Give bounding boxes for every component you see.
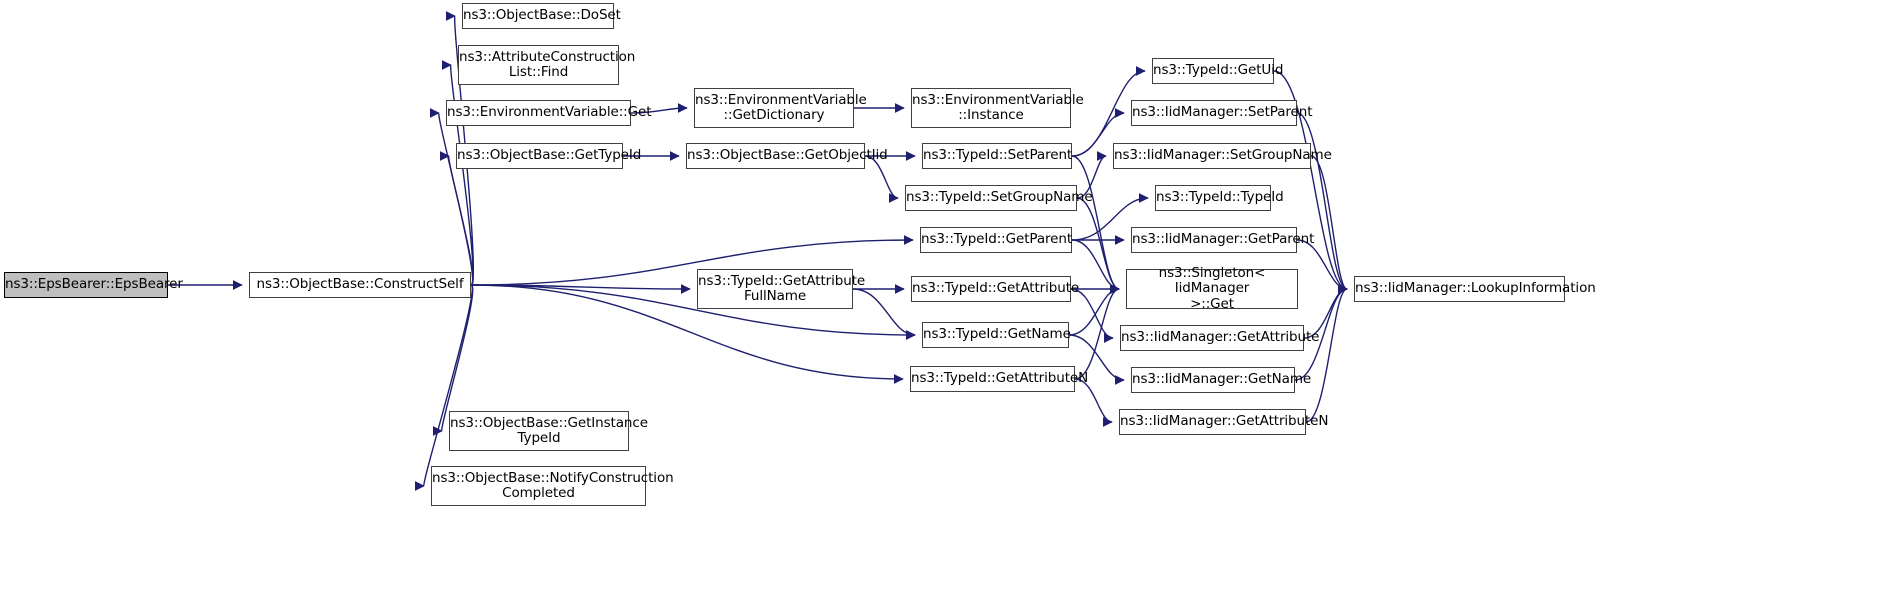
- graph-node-obgetobjiid[interactable]: ns3::ObjectBase::GetObjectIid: [686, 143, 888, 169]
- graph-node-label: ns3::Singleton< IidManager >::Get: [1158, 264, 1266, 312]
- graph-node-tidgetparent[interactable]: ns3::TypeId::GetParent: [920, 227, 1072, 253]
- graph-node-label: ns3::AttributeConstruction List::Find: [459, 48, 636, 80]
- graph-node-iidsetgroup[interactable]: ns3::IidManager::SetGroupName: [1113, 143, 1332, 169]
- graph-node-eps[interactable]: ns3::EpsBearer::EpsBearer: [4, 272, 183, 298]
- graph-edge-iidgetparent-to-lookup: [1296, 239, 1348, 294]
- graph-edge-tidsetparent-to-singleton: [1071, 155, 1120, 294]
- graph-node-label: ns3::TypeId::SetGroupName: [906, 189, 1093, 206]
- graph-node-iidgetattrn[interactable]: ns3::IidManager::GetAttributeN: [1119, 409, 1329, 435]
- graph-node-label: ns3::IidManager::SetGroupName: [1114, 147, 1332, 164]
- graph-node-label: ns3::TypeId::SetParent: [923, 147, 1073, 164]
- graph-node-tidsetgroup[interactable]: ns3::TypeId::SetGroupName: [905, 185, 1093, 211]
- graph-edge-construct-to-envget: [429, 108, 474, 286]
- graph-node-iidgetname[interactable]: ns3::IidManager::GetName: [1131, 367, 1312, 393]
- graph-node-iidsetparent[interactable]: ns3::IidManager::SetParent: [1131, 100, 1313, 126]
- graph-node-label: ns3::ObjectBase::GetTypeId: [457, 147, 642, 164]
- graph-node-label: ns3::EpsBearer::EpsBearer: [5, 276, 183, 293]
- graph-node-label: ns3::IidManager::GetAttribute: [1121, 329, 1320, 346]
- graph-node-tidgetattrfull[interactable]: ns3::TypeId::GetAttribute FullName: [697, 269, 866, 309]
- graph-node-envget[interactable]: ns3::EnvironmentVariable::Get: [446, 100, 652, 126]
- graph-node-label: ns3::TypeId::GetParent: [921, 231, 1073, 248]
- graph-node-label: ns3::ObjectBase::GetObjectIid: [687, 147, 888, 164]
- graph-node-doset[interactable]: ns3::ObjectBase::DoSet: [462, 3, 621, 29]
- graph-node-label: ns3::TypeId::GetAttributeN: [911, 370, 1089, 387]
- graph-edge-tidsetgroup-to-singleton: [1076, 197, 1120, 294]
- graph-node-label: ns3::IidManager::LookupInformation: [1355, 280, 1596, 297]
- graph-edge-tidgetattrn-to-singleton: [1074, 284, 1120, 380]
- graph-node-label: ns3::TypeId::TypeId: [1156, 189, 1284, 206]
- graph-node-label: ns3::IidManager::GetParent: [1132, 231, 1315, 248]
- graph-edge-construct-to-obgetinst: [432, 284, 474, 436]
- graph-node-tidgetuid[interactable]: ns3::TypeId::GetUid: [1152, 58, 1284, 84]
- graph-node-obgetinst[interactable]: ns3::ObjectBase::GetInstance TypeId: [449, 411, 648, 451]
- graph-node-obnotify[interactable]: ns3::ObjectBase::NotifyConstruction Comp…: [431, 466, 674, 506]
- graph-node-envgetdict[interactable]: ns3::EnvironmentVariable ::GetDictionary: [694, 88, 867, 128]
- graph-node-tidgetattrn[interactable]: ns3::TypeId::GetAttributeN: [910, 366, 1089, 392]
- graph-node-label: ns3::ObjectBase::GetInstance TypeId: [450, 414, 648, 446]
- graph-edge-iidsetgroup-to-lookup: [1310, 155, 1348, 294]
- graph-node-label: ns3::ObjectBase::DoSet: [463, 7, 621, 24]
- graph-node-iidgetparent[interactable]: ns3::IidManager::GetParent: [1131, 227, 1315, 253]
- graph-node-label: ns3::IidManager::GetAttributeN: [1120, 413, 1329, 430]
- graph-node-lookup[interactable]: ns3::IidManager::LookupInformation: [1354, 276, 1596, 302]
- graph-node-tidsetparent[interactable]: ns3::TypeId::SetParent: [922, 143, 1072, 169]
- graph-edge-tidgetparent-to-singleton: [1071, 239, 1120, 294]
- graph-node-label: ns3::TypeId::GetName: [923, 326, 1071, 343]
- graph-node-construct[interactable]: ns3::ObjectBase::ConstructSelf: [249, 272, 471, 298]
- graph-edge-construct-to-obnotify: [414, 284, 473, 491]
- graph-node-obgettypeid[interactable]: ns3::ObjectBase::GetTypeId: [456, 143, 642, 169]
- graph-node-aclfind[interactable]: ns3::AttributeConstruction List::Find: [458, 45, 636, 85]
- graph-edge-iidgetattrn-to-lookup: [1305, 284, 1348, 423]
- graph-node-label: ns3::TypeId::GetAttribute FullName: [698, 272, 866, 304]
- graph-node-label: ns3::EnvironmentVariable ::GetDictionary: [695, 91, 867, 123]
- graph-node-tidgetattr[interactable]: ns3::TypeId::GetAttribute: [911, 276, 1080, 302]
- graph-node-tidgetname[interactable]: ns3::TypeId::GetName: [922, 322, 1071, 348]
- graph-edge-tidgetattr-to-iidgetattr: [1070, 288, 1114, 343]
- graph-node-label: ns3::ObjectBase::NotifyConstruction Comp…: [432, 469, 674, 501]
- graph-node-tidtypeid[interactable]: ns3::TypeId::TypeId: [1155, 185, 1284, 211]
- graph-edge-construct-to-tidgetattrfull: [470, 284, 691, 294]
- graph-node-label: ns3::EnvironmentVariable::Get: [447, 104, 652, 121]
- graph-edge-construct-to-aclfind: [441, 60, 474, 286]
- graph-node-label: ns3::EnvironmentVariable ::Instance: [912, 91, 1084, 123]
- graph-node-label: ns3::IidManager::GetName: [1132, 371, 1312, 388]
- graph-node-envinst[interactable]: ns3::EnvironmentVariable ::Instance: [911, 88, 1084, 128]
- graph-node-singleton[interactable]: ns3::Singleton< IidManager >::Get: [1126, 265, 1298, 311]
- graph-edge-tidgetattrfull-to-tidgetname: [852, 288, 916, 340]
- graph-node-label: ns3::TypeId::GetAttribute: [912, 280, 1080, 297]
- graph-node-label: ns3::IidManager::SetParent: [1132, 104, 1313, 121]
- graph-edge-construct-to-obgettypeid: [439, 151, 474, 286]
- graph-node-label: ns3::ObjectBase::ConstructSelf: [256, 276, 464, 293]
- graph-edge-iidsetparent-to-lookup: [1296, 112, 1348, 294]
- graph-node-label: ns3::TypeId::GetUid: [1153, 62, 1284, 79]
- graph-node-iidgetattr[interactable]: ns3::IidManager::GetAttribute: [1120, 325, 1320, 351]
